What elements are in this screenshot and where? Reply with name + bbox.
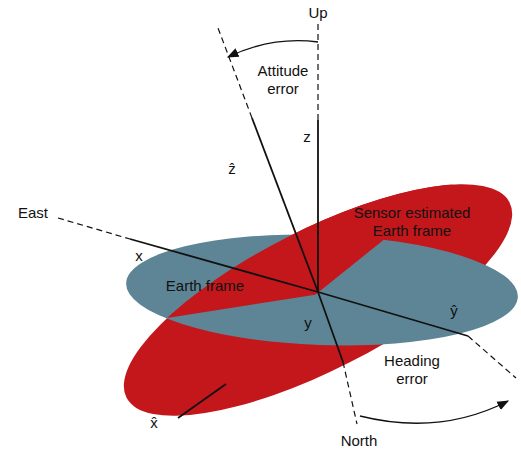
label-anchor: Attitude error [251,62,315,98]
label-anchor: Heading error [380,352,444,388]
axis-label: ŷ [446,302,462,320]
x-hat-axis [178,384,226,418]
axis-label: ẑ [224,160,240,178]
plane-label: Earth frame [158,277,252,295]
y-axis [318,292,343,362]
label-anchor: East [12,204,54,222]
error-label: Attitude error [251,62,315,98]
z-hat-axis [252,118,318,292]
axis-label: x̂ [146,414,162,432]
east-axis [58,218,130,239]
direction-label: North [334,432,384,450]
axis-label: Up [303,4,333,22]
z-axis [317,120,319,292]
label-anchor: x̂ [146,414,162,432]
axis-label: z [300,128,314,146]
label-anchor: North [334,432,384,450]
label-anchor: Up [303,4,333,22]
direction-label: East [12,204,54,222]
label-anchor: ẑ [224,160,240,178]
sensor-plane-upper [95,140,521,460]
x-axis [130,239,318,292]
error-label: Heading error [380,352,444,388]
z-hat-extension [218,28,252,118]
plane-fill [95,140,521,460]
label-anchor: ŷ [446,302,462,320]
axis-label: y [301,314,315,332]
y-hat-extension [468,336,516,378]
plane-label: Sensor estimated Earth frame [350,204,474,240]
axis-label: x [132,247,146,265]
up-axis [317,24,318,120]
attitude-error-arc [228,41,318,57]
north-axis [343,362,357,424]
label-anchor: z [300,128,314,146]
label-anchor: x [132,247,146,265]
label-anchor: y [301,314,315,332]
heading-error-arc [360,401,508,423]
y-hat-axis [318,292,468,336]
